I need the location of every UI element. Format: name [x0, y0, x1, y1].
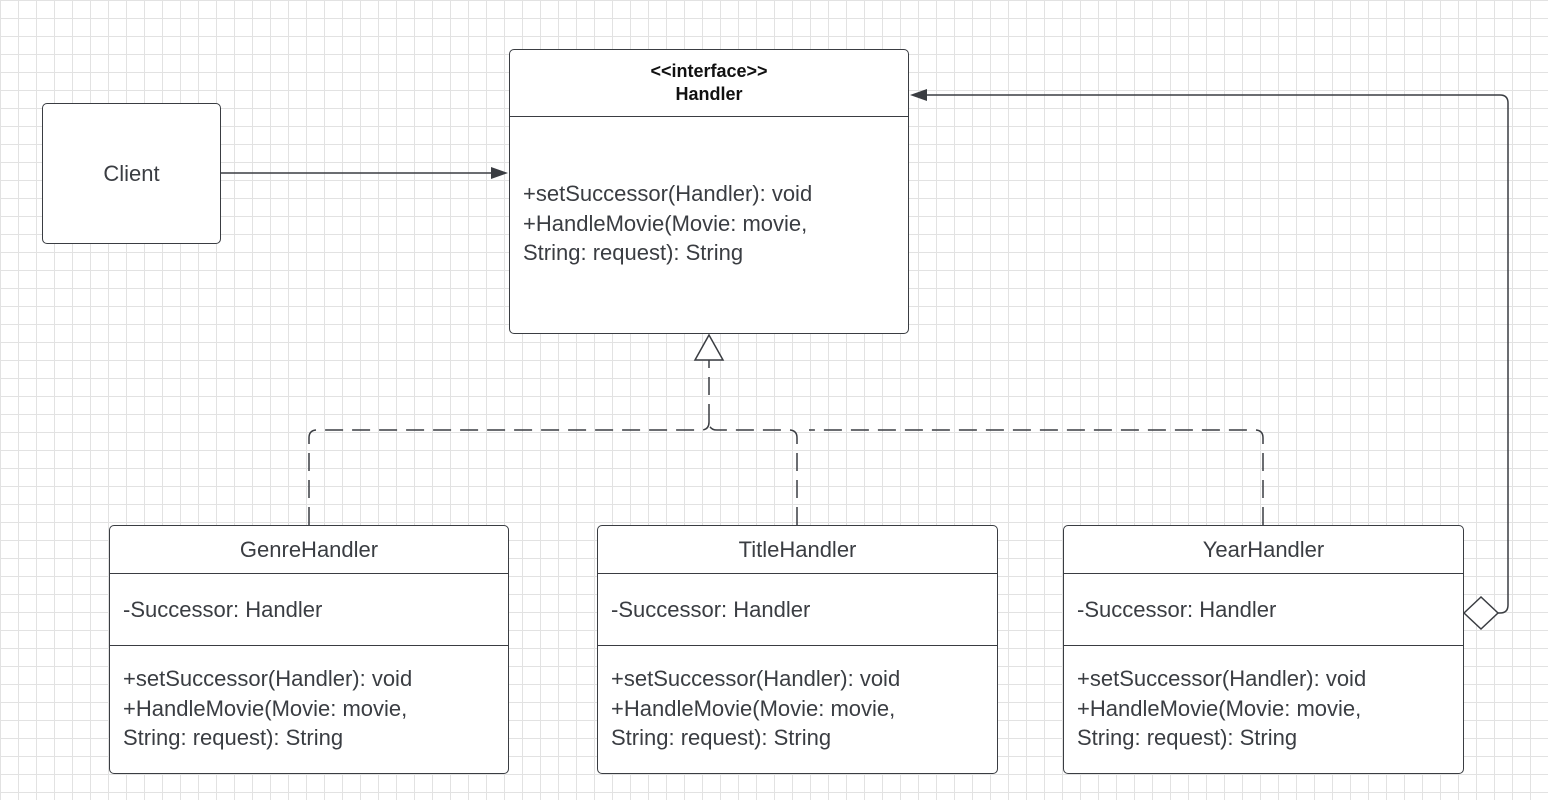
class-operation: +HandleMovie(Movie: movie,	[123, 695, 408, 721]
handler-interface-box[interactable]: <<interface>> Handler +setSuccessor(Hand…	[509, 49, 909, 334]
title-handler-class-box[interactable]: TitleHandler -Successor: Handler +setSuc…	[597, 525, 998, 774]
class-name: GenreHandler	[110, 526, 508, 574]
class-operations: +setSuccessor(Handler): void +HandleMovi…	[110, 646, 508, 753]
class-attributes: -Successor: Handler	[110, 574, 508, 646]
class-operation: String: request): String	[611, 725, 832, 750]
class-attributes: -Successor: Handler	[598, 574, 997, 646]
realization-connector-title	[708, 421, 798, 525]
client-box[interactable]: Client	[42, 103, 221, 244]
interface-header: <<interface>> Handler	[510, 50, 908, 117]
aggregation-hollow-diamond	[1462, 595, 1500, 631]
interface-stereotype: <<interface>>	[650, 61, 768, 81]
year-handler-class-box[interactable]: YearHandler -Successor: Handler +setSucc…	[1063, 525, 1464, 774]
interface-operation: +setSuccessor(Handler): void	[523, 181, 813, 206]
client-to-handler-arrowhead	[491, 167, 508, 179]
class-operation: String: request): String	[123, 725, 344, 750]
class-attribute: -Successor: Handler	[611, 596, 811, 622]
interface-operations: +setSuccessor(Handler): void +HandleMovi…	[510, 117, 908, 268]
class-attribute: -Successor: Handler	[123, 596, 323, 622]
class-operation: +setSuccessor(Handler): void	[1077, 666, 1367, 691]
class-attributes: -Successor: Handler	[1064, 574, 1463, 646]
class-operations: +setSuccessor(Handler): void +HandleMovi…	[598, 646, 997, 753]
realization-hollow-triangle	[693, 333, 725, 361]
interface-name: Handler	[675, 84, 743, 104]
aggregation-connector-line	[926, 94, 1509, 614]
class-name: TitleHandler	[598, 526, 997, 574]
interface-operation: +HandleMovie(Movie: movie,	[523, 210, 808, 236]
class-attribute: -Successor: Handler	[1077, 596, 1277, 622]
interface-operation: String: request): String	[523, 240, 744, 265]
class-operation: +setSuccessor(Handler): void	[611, 666, 901, 691]
realization-connector-genre	[308, 421, 710, 525]
aggregation-arrowhead	[910, 89, 927, 101]
class-operation: +setSuccessor(Handler): void	[123, 666, 413, 691]
class-name: YearHandler	[1064, 526, 1463, 574]
client-label: Client	[103, 160, 160, 186]
genre-handler-class-box[interactable]: GenreHandler -Successor: Handler +setSuc…	[109, 525, 509, 774]
class-operation: +HandleMovie(Movie: movie,	[611, 695, 896, 721]
realization-connector-year	[809, 429, 1264, 525]
class-operation: +HandleMovie(Movie: movie,	[1077, 695, 1362, 721]
class-operations: +setSuccessor(Handler): void +HandleMovi…	[1064, 646, 1463, 753]
class-operation: String: request): String	[1077, 725, 1298, 750]
